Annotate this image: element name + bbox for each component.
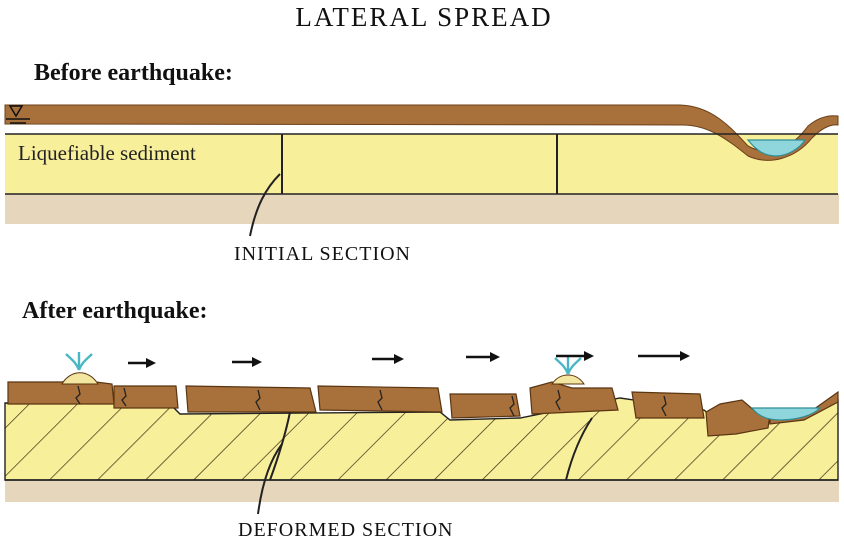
arrow-2-icon bbox=[232, 357, 262, 367]
before-cross-section bbox=[4, 104, 839, 237]
after-river-water bbox=[750, 407, 822, 421]
before-river-water bbox=[746, 139, 807, 157]
crust-block-5 bbox=[449, 393, 521, 419]
before-crust-layer bbox=[4, 104, 839, 161]
crust-block-3 bbox=[185, 385, 317, 413]
crust-block-6 bbox=[529, 381, 619, 415]
deformed-section-line-2 bbox=[565, 417, 593, 481]
after-cross-section bbox=[4, 351, 839, 515]
sediment-label: Liquefiable sediment bbox=[18, 141, 196, 165]
crust-block-7 bbox=[631, 391, 705, 419]
deformed-section-label: DEFORMED SECTION bbox=[238, 519, 453, 541]
crust-block-4 bbox=[317, 385, 443, 413]
before-sediment-layer bbox=[5, 134, 838, 194]
arrow-1-icon bbox=[128, 358, 156, 368]
arrow-3-icon bbox=[372, 354, 404, 364]
arrow-5-icon bbox=[556, 351, 594, 361]
before-heading: Before earthquake: bbox=[34, 60, 233, 86]
water-table-icon bbox=[6, 105, 30, 124]
after-heading: After earthquake: bbox=[22, 298, 208, 324]
block-cracks bbox=[75, 385, 667, 417]
deformed-section-leader bbox=[257, 443, 283, 515]
before-bedrock-layer bbox=[5, 194, 839, 224]
sand-boil-2 bbox=[551, 356, 585, 385]
movement-arrows bbox=[128, 351, 690, 368]
sand-boil-1 bbox=[61, 352, 99, 385]
after-bedrock-layer bbox=[5, 480, 839, 502]
after-sediment-layer bbox=[4, 397, 839, 481]
arrow-4-icon bbox=[466, 352, 500, 362]
diagram-title: LATERAL SPREAD bbox=[295, 2, 552, 32]
crust-block-1 bbox=[7, 374, 115, 405]
initial-section-leader bbox=[249, 173, 281, 237]
crust-block-2 bbox=[113, 385, 179, 409]
initial-section-label: INITIAL SECTION bbox=[234, 243, 411, 265]
arrow-6-icon bbox=[638, 351, 690, 361]
